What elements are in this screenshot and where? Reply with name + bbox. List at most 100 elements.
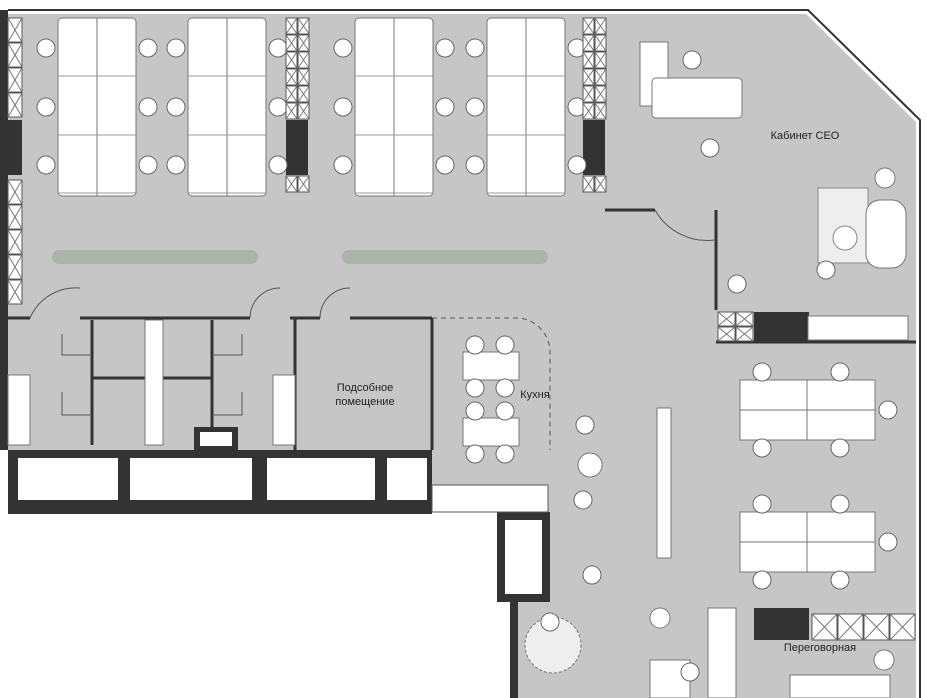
storage-room xyxy=(18,458,118,500)
chair xyxy=(752,438,772,458)
chair xyxy=(495,335,515,355)
chair xyxy=(752,494,772,514)
chair xyxy=(36,38,56,58)
chair xyxy=(830,494,850,514)
storage-cabinet-x xyxy=(285,85,298,103)
storage-cabinet-x xyxy=(582,175,595,193)
chair xyxy=(830,570,850,590)
chair xyxy=(575,415,595,435)
chair xyxy=(435,38,455,58)
left-wall xyxy=(0,10,8,450)
storage-cabinet-x xyxy=(582,85,595,103)
chair xyxy=(878,532,898,552)
chair xyxy=(830,362,850,382)
storage-cabinet-x xyxy=(285,51,298,69)
chair xyxy=(166,155,186,175)
storage-cabinet-x xyxy=(285,17,298,35)
chair xyxy=(333,97,353,117)
room-label-utility: Подсобное помещение xyxy=(335,382,395,408)
chair xyxy=(138,97,158,117)
kitchen-table xyxy=(462,351,520,381)
chair xyxy=(166,38,186,58)
chair xyxy=(830,438,850,458)
storage-cabinet-x xyxy=(7,229,23,255)
room-label-ceo: Кабинет CEO xyxy=(770,130,840,142)
storage-cabinet-x xyxy=(594,68,607,86)
storage-cabinet-x xyxy=(7,179,23,205)
storage-cabinet-x xyxy=(582,34,595,52)
door-swings xyxy=(29,209,716,450)
sofa xyxy=(865,199,907,269)
chair xyxy=(465,378,485,398)
storage-room xyxy=(130,458,252,500)
chair xyxy=(36,97,56,117)
outer-wall xyxy=(8,9,921,698)
chair xyxy=(540,612,560,632)
chair xyxy=(878,400,898,420)
storage-cabinet-x xyxy=(594,175,607,193)
planter xyxy=(52,250,258,264)
pillar xyxy=(8,120,22,175)
chair xyxy=(680,662,700,682)
chair xyxy=(495,401,515,421)
sink-counter xyxy=(272,374,296,446)
chair xyxy=(435,97,455,117)
sink-counter xyxy=(144,319,164,446)
storage-cabinet-x xyxy=(863,613,890,641)
storage-cabinet-x xyxy=(7,279,23,305)
chair xyxy=(465,335,485,355)
chair xyxy=(36,155,56,175)
room-label-meeting: Переговорная xyxy=(783,642,857,654)
pillar xyxy=(754,312,809,342)
chair xyxy=(435,155,455,175)
chair xyxy=(465,97,485,117)
chair xyxy=(465,401,485,421)
storage-cabinet-x xyxy=(735,311,754,327)
shaft-inner xyxy=(505,520,542,594)
storage-cabinet-x xyxy=(811,613,838,641)
storage-cabinet-x xyxy=(7,204,23,230)
storage-cabinet-x xyxy=(7,92,23,118)
planter xyxy=(342,250,548,264)
pillar xyxy=(754,608,809,640)
storage-cabinet-x xyxy=(594,102,607,120)
storage-cabinet-x xyxy=(285,68,298,86)
storage-cabinet-x xyxy=(582,51,595,69)
storage-cabinet-x xyxy=(717,326,736,342)
office-floor xyxy=(8,14,916,698)
storage-cabinet-x xyxy=(297,102,310,120)
chair xyxy=(333,38,353,58)
storage-cabinet-x xyxy=(594,51,607,69)
storage-cabinet-x xyxy=(7,254,23,280)
rug xyxy=(817,187,869,264)
chair xyxy=(700,138,720,158)
wall xyxy=(510,600,518,698)
chair xyxy=(465,38,485,58)
chair xyxy=(465,444,485,464)
storage-cabinet-x xyxy=(7,17,23,43)
chair xyxy=(752,570,772,590)
storage-cabinet-x xyxy=(297,175,310,193)
storage-cabinet-x xyxy=(582,68,595,86)
ceo-desk xyxy=(651,77,743,119)
chair xyxy=(573,490,593,510)
chair xyxy=(138,38,158,58)
chair xyxy=(682,50,702,70)
bookshelf xyxy=(656,407,672,559)
storage-cabinet-x xyxy=(285,175,298,193)
pillar xyxy=(583,120,605,175)
storage-cabinet-x xyxy=(735,326,754,342)
chair xyxy=(495,378,515,398)
storage-cabinet-x xyxy=(594,85,607,103)
storage-cabinet-x xyxy=(297,68,310,86)
room-label-kitchen: Кухня xyxy=(520,389,550,401)
chair xyxy=(567,155,587,175)
chair xyxy=(752,362,772,382)
storage-cabinet-x xyxy=(297,85,310,103)
storage-cabinet-x xyxy=(582,102,595,120)
pillar xyxy=(286,120,308,175)
storage-cabinet-x xyxy=(582,17,595,35)
storage-cabinet-x xyxy=(297,34,310,52)
side-table xyxy=(577,452,603,478)
